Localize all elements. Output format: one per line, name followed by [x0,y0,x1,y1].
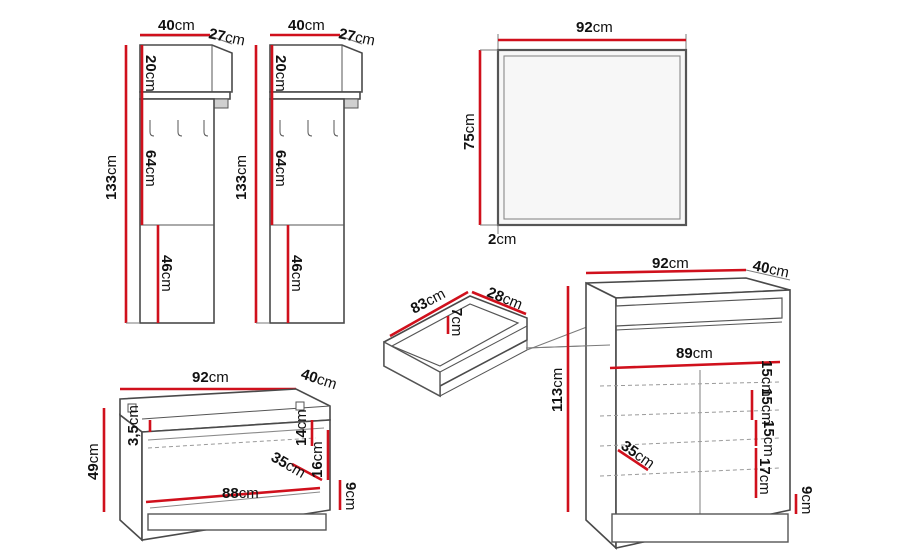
bench-depth-label: 40cm [299,366,339,394]
shoe-cabinet-inner-width-label: 89cm [676,345,713,362]
bench-drawer-height-label: 14cm [293,409,310,446]
bench: 92cm 40cm 49cm 3,5cm 14cm 35cm 16cm 88cm… [85,366,359,542]
bench-inner-width-label: 88cm [222,485,259,502]
wardrobe-left-panel [139,98,215,324]
shoe-cabinet-shelf-3-label: 15cm [760,420,777,457]
bench-width-label: 92cm [192,369,229,386]
shoe-cabinet-shelf-2-label: 15cm [758,388,775,425]
mirror-height-label: 75cm [461,113,478,150]
wardrobe-right-bottom-label: 46cm [288,255,305,292]
mirror-width-label: 92cm [576,19,613,36]
shoe-cabinet-plinth-label: 9cm [798,486,815,514]
wardrobe-right-depth-label: 27cm [337,25,376,49]
wardrobe-left-middle-label: 64cm [142,150,159,187]
drawer: 83cm 28cm 7cm [383,284,619,398]
wardrobe-right-middle-label: 64cm [272,150,289,187]
shoe-cabinet-front [615,289,791,549]
drawer-depth-line [471,290,527,316]
wardrobe-left: 40cm 27cm 133cm 20cm 64cm 46cm [103,17,247,324]
wardrobe-left-top-box [139,44,233,93]
bench-plinth-label: 9cm [342,482,359,510]
wardrobe-left-bottom-label: 46cm [158,255,175,292]
bench-height-label: 49cm [85,443,102,480]
shoe-cabinet-width-line [585,268,747,275]
shoe-cabinet: 92cm 40cm 113cm 89cm 15cm 15cm 15cm 17cm… [525,255,815,550]
bench-top-thickness-label: 3,5cm [125,405,142,446]
shoe-cabinet-shelf-1-label: 15cm [758,360,775,397]
shoe-cabinet-shelf-4-label: 17cm [756,458,773,495]
wardrobe-left-shelf [139,91,231,100]
drawer-width-line [389,290,469,338]
wardrobe-left-top-label: 20cm [142,55,159,92]
mirror: 92cm 75cm 2cm [461,19,688,248]
wardrobe-right-height-label: 133cm [233,155,250,200]
bench-inner-height-label: 16cm [309,441,326,478]
wardrobe-left-depth-label: 27cm [207,25,246,49]
coat-hook-icon [279,120,339,137]
wardrobe-right-top-label: 20cm [272,55,289,92]
wardrobe-left-width-label: 40cm [158,17,195,34]
wardrobe-left-height-label: 133cm [103,155,120,200]
shoe-cabinet-height-label: 113cm [549,368,566,412]
shoe-cabinet-width-label: 92cm [652,255,689,272]
wardrobe-right: 40cm 27cm 133cm 20cm 64cm 46cm [233,17,377,324]
drawer-depth-label: 28cm [485,284,525,314]
drawer-height-label: 7cm [448,308,465,336]
mirror-glass [496,48,688,227]
wardrobe-right-top-box [269,44,363,93]
coat-hook-icon [149,120,209,137]
wardrobe-right-width-label: 40cm [288,17,325,34]
shoe-cabinet-depth-label: 40cm [751,257,790,281]
mirror-thickness-label: 2cm [488,231,516,248]
wardrobe-right-panel [269,98,345,324]
wardrobe-right-shelf [269,91,361,100]
